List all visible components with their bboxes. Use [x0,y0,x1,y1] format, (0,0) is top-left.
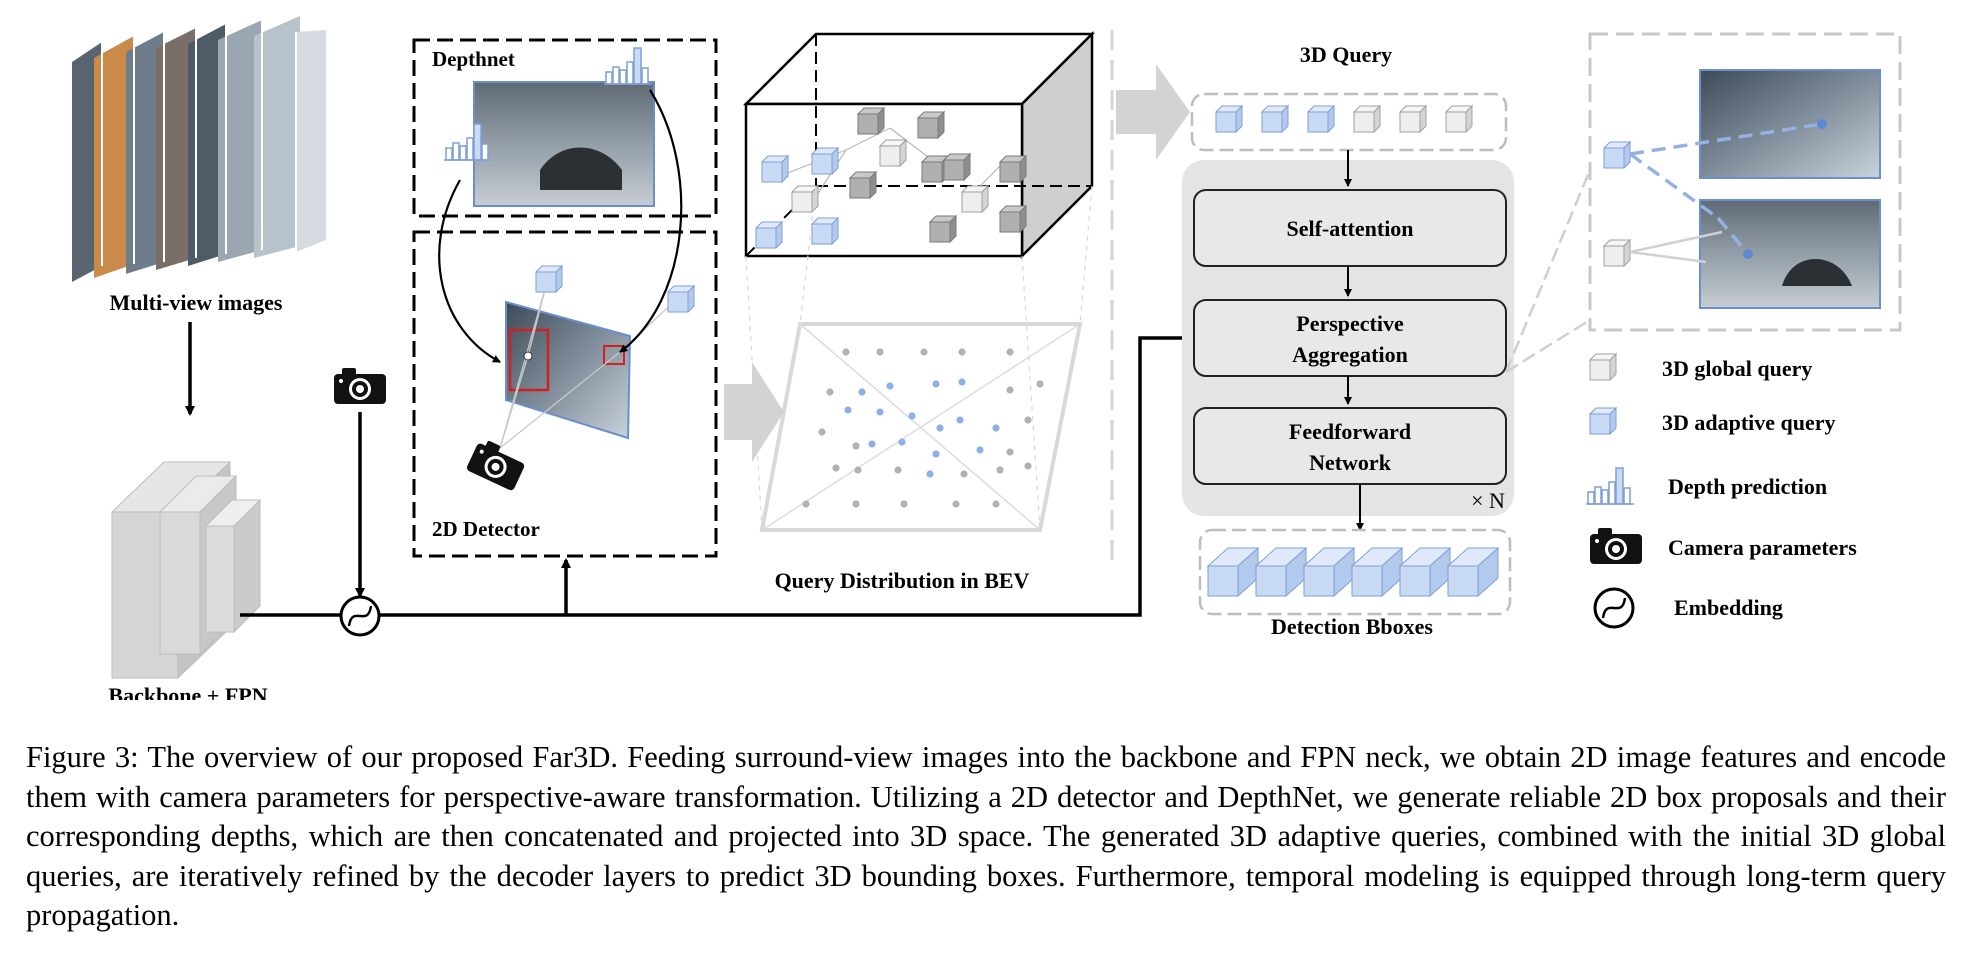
depthnet-box [412,38,718,218]
aggregation-zoom-box [1588,32,1902,332]
bev-global-dot [826,388,834,396]
adaptive-query-cube-icon [1589,407,1617,435]
bev-global-dot [920,348,928,356]
pipeline-figure: Multi-view images Backbone + FPN Depthne… [72,16,1902,700]
perspective-aggregation-block [1193,299,1507,377]
bev-adaptive-dot [976,446,984,454]
global-query-cube-icon [1445,105,1473,133]
bev-global-dot [854,466,862,474]
zoom-image-bottom [1699,199,1881,309]
backbone-label: Backbone + FPN [108,683,267,700]
detection-bbox-icons [1206,546,1500,598]
depth-to-detector-arrow [619,89,683,353]
self-attention-block [1193,189,1507,267]
bev-global-dot [894,466,902,474]
zoom-image-top [1699,69,1881,179]
camera-icon [334,368,386,404]
bev-adaptive-dot [992,424,1000,432]
bev-global-dot [1036,380,1044,388]
bev-adaptive-dot [936,424,944,432]
adaptive-query-cube-icon [535,265,563,293]
bev-adaptive-dot [844,406,852,414]
query3d-label: 3D Query [1300,42,1392,67]
ffn-label-1: Feedforward [1289,419,1411,444]
bev-global-dot [842,348,850,356]
depth-histogram-icon [603,47,653,85]
bev-global-dot [818,428,826,436]
figure-caption: Figure 3: The overview of our proposed F… [26,740,1946,932]
adaptive-query-cube-icon [1307,105,1335,133]
depth-histogram-icon [1585,467,1635,505]
detector-label: 2D Detector [432,517,540,541]
3d-query-volume [742,30,1096,260]
bev-global-dot [1006,448,1014,456]
bev-global-dot [1006,386,1014,394]
adaptive-query-cube-icon [667,285,695,313]
bev-adaptive-dot [958,378,966,386]
bboxes-row-box [1198,528,1512,616]
bev-adaptive-dot [932,450,940,458]
adaptive-query-cube-icon [1603,141,1631,169]
repeat-label: × N [1471,488,1505,513]
feedforward-block [1193,407,1507,485]
bev-adaptive-dot [956,416,964,424]
bev-global-dot [1024,462,1032,470]
self-attention-label: Self-attention [1286,216,1413,241]
camera-icon [1590,528,1642,564]
perspective-label-1: Perspective [1296,311,1404,336]
bev-adaptive-dot [898,438,906,446]
bev-adaptive-dot [908,412,916,420]
depth-to-detector-arrow [438,179,501,363]
adaptive-query-cube-icon [1261,105,1289,133]
global-query-cube-icon [1589,353,1617,381]
bev-global-dot [1024,416,1032,424]
feature-to-aggregation-line [379,333,1196,617]
detector-red-box [603,345,625,365]
bev-global-dot [992,500,1000,508]
bev-global-dot [900,500,908,508]
bev-label: Query Distribution in BEV [775,568,1030,593]
backbone-fpn-blocks [110,460,262,680]
bev-adaptive-dot [886,382,894,390]
multiview-label: Multi-view images [110,290,283,315]
adaptive-query-cube-icon [1215,105,1243,133]
bev-global-dot [852,442,860,450]
detector-red-box [508,328,550,392]
detector-box [412,230,718,558]
bev-global-dot [996,466,1004,474]
bev-global-dot [1006,348,1014,356]
bev-global-dot [952,500,960,508]
bev-adaptive-dot [858,388,866,396]
global-query-cube-icon [1603,239,1631,267]
bev-adaptive-dot [926,470,934,478]
legend: 3D global query 3D adaptive query Depth … [1585,353,1857,629]
legend-label: Embedding [1674,595,1783,620]
bev-distribution-plane [759,322,1083,532]
global-query-cube-icon [1399,105,1427,133]
ffn-label-2: Network [1309,450,1392,475]
bev-global-dot [958,348,966,356]
flow-arrow-icon [1116,64,1190,160]
bev-global-dot [960,470,968,478]
legend-label: Camera parameters [1668,535,1857,560]
bev-adaptive-dot [876,408,884,416]
legend-label: 3D adaptive query [1662,410,1836,435]
bev-adaptive-dot [932,380,940,388]
global-query-cube-icon [1353,105,1381,133]
camera-icon [465,436,529,492]
bev-global-dot [832,464,840,472]
multiview-image-stack [72,16,326,282]
bev-global-dot [852,500,860,508]
perspective-label-2: Aggregation [1292,342,1408,367]
detector-image [505,300,632,440]
bboxes-label: Detection Bboxes [1271,614,1433,639]
legend-label: 3D global query [1662,356,1812,381]
bev-query-dots [802,348,1044,508]
bev-arrow-icon [724,362,784,462]
bev-global-dot [876,348,884,356]
depthnet-label: Depthnet [432,47,515,71]
legend-label: Depth prediction [1668,474,1827,499]
bev-global-dot [802,500,810,508]
bev-adaptive-dot [868,440,876,448]
